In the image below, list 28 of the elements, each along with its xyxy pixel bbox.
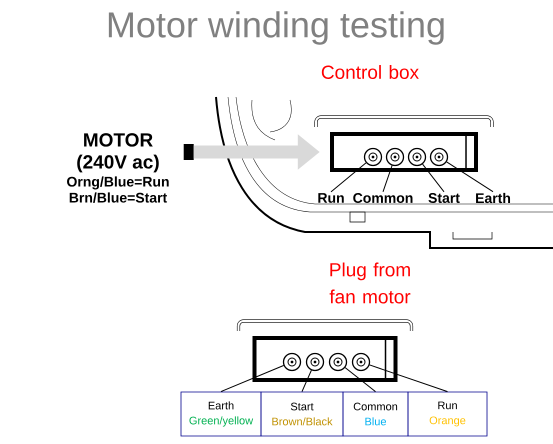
leader-line	[422, 164, 444, 192]
leader-line	[382, 165, 393, 192]
leader-line	[446, 161, 494, 192]
pin	[386, 148, 404, 166]
table-cell: Common Blue	[342, 392, 408, 436]
pin	[364, 148, 382, 166]
pin	[430, 148, 448, 166]
leader-line	[369, 364, 448, 392]
motor-label: MOTOR (240V ac) Orng/Blue=Run Brn/Blue=Start	[67, 133, 169, 203]
pin	[282, 352, 302, 372]
leader-line	[344, 367, 376, 392]
leader-line	[330, 162, 366, 192]
pin-label: Run	[318, 193, 344, 203]
pin	[408, 148, 426, 166]
heading: Control box	[322, 65, 419, 79]
table-cell: Start Brown/Black	[260, 392, 344, 436]
table-cell: Earth Green/yellow	[180, 392, 262, 436]
pin-label: Start	[428, 193, 460, 203]
pin-label: Common	[353, 193, 412, 203]
pin-label: Earth	[476, 192, 510, 204]
title: Motor winding testing	[108, 11, 444, 45]
pin	[352, 352, 370, 372]
pin	[306, 352, 324, 372]
table-cell: Run Orange	[408, 392, 488, 436]
pin	[328, 352, 348, 372]
leader-line	[220, 365, 284, 392]
heading: Plug from fan motor	[330, 262, 410, 304]
leader-line	[302, 370, 312, 392]
